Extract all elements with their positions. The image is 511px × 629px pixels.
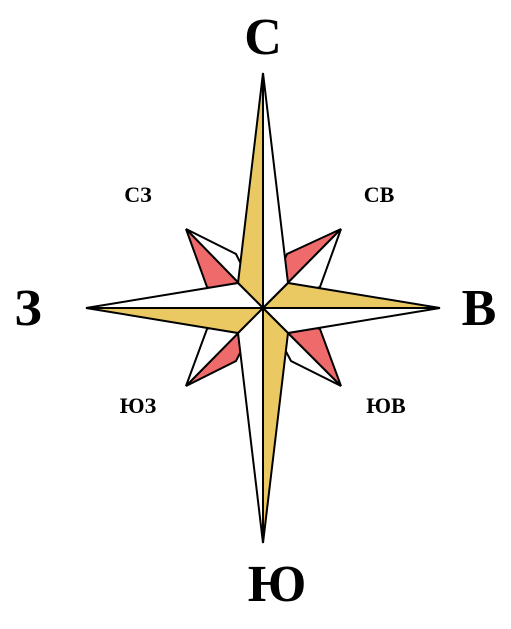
label-west: З	[14, 280, 41, 337]
south-point-left	[238, 308, 263, 543]
east-point-bottom	[263, 308, 440, 333]
cardinal-points	[86, 73, 440, 543]
label-northeast: СВ	[364, 182, 395, 207]
east-point-top	[263, 283, 440, 308]
west-point-top	[86, 283, 263, 308]
label-northwest: СЗ	[124, 182, 152, 207]
label-north: С	[244, 9, 282, 66]
west-point-bottom	[86, 308, 263, 333]
label-southeast: ЮВ	[366, 393, 406, 418]
south-point-right	[263, 308, 288, 543]
label-east: В	[462, 280, 497, 337]
label-southwest: ЮЗ	[120, 393, 157, 418]
north-point-right	[263, 73, 288, 308]
label-south: Ю	[248, 556, 307, 613]
north-point-left	[238, 73, 263, 308]
